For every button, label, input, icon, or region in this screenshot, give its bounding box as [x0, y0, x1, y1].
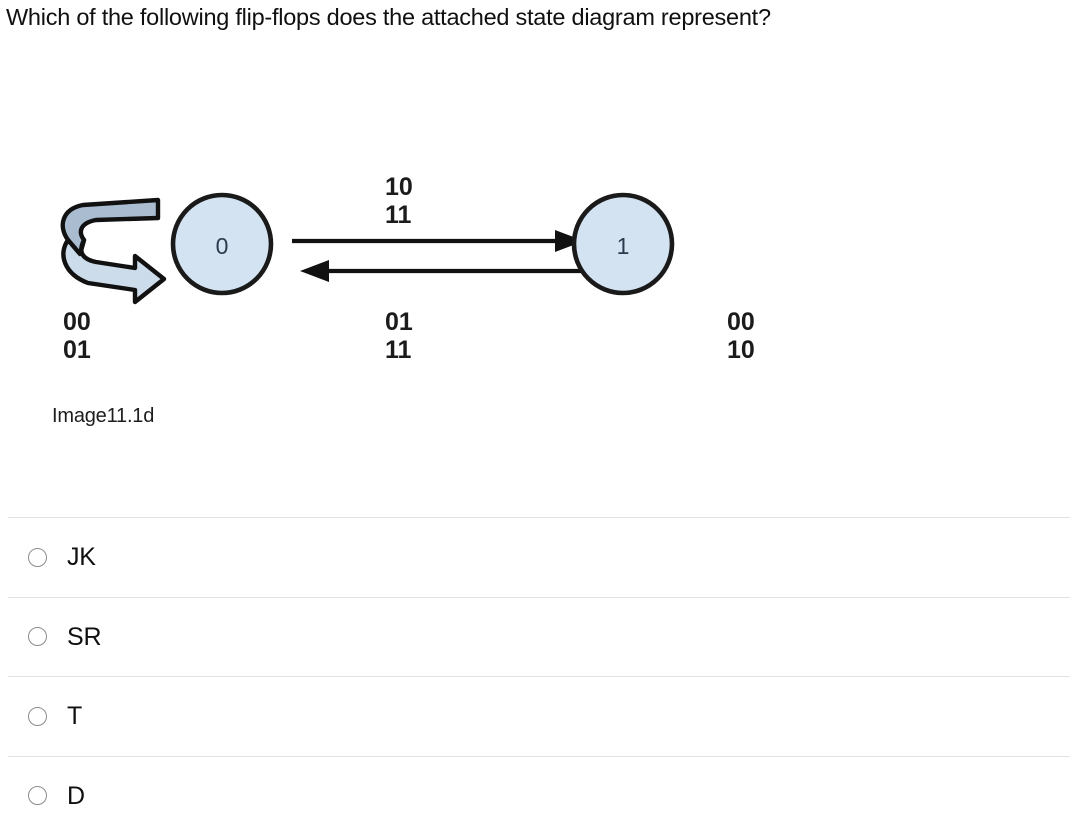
transition-1-to-0-arrow: [300, 260, 585, 282]
state-node-0-label: 0: [216, 233, 229, 259]
option-label-sr: SR: [67, 623, 101, 651]
state-node-1: 1: [574, 195, 672, 293]
answer-options-list: JK SR T D: [0, 517, 1078, 835]
option-row-sr[interactable]: SR: [8, 597, 1070, 677]
state-diagram-svg: 00 01 0 10 11 01 11 1: [40, 140, 820, 380]
radio-button-t[interactable]: [28, 707, 47, 726]
self-loop-state-1-label-2: 10: [727, 336, 755, 364]
option-label-t: T: [67, 702, 82, 730]
transition-1-to-0-label-1: 01: [385, 308, 413, 336]
radio-button-d[interactable]: [28, 786, 47, 805]
self-loop-state-0-label-1: 00: [63, 308, 91, 336]
state-diagram-figure: 00 01 0 10 11 01 11 1: [0, 120, 1078, 450]
figure-caption: Image11.1d: [52, 403, 154, 429]
state-node-1-label: 1: [617, 233, 630, 259]
transition-0-to-1-label-2: 11: [385, 201, 412, 229]
option-row-t[interactable]: T: [8, 676, 1070, 756]
self-loop-state-1-label-1: 00: [727, 308, 755, 336]
self-loop-state-0-label-2: 01: [63, 336, 91, 364]
radio-button-jk[interactable]: [28, 548, 47, 567]
option-row-jk[interactable]: JK: [8, 517, 1070, 597]
state-node-0: 0: [173, 195, 271, 293]
option-label-jk: JK: [67, 543, 96, 571]
question-prompt: Which of the following flip-flops does t…: [6, 2, 1076, 32]
transition-0-to-1-arrow: [292, 230, 584, 252]
self-loop-state-0-icon: [63, 200, 164, 302]
option-row-d[interactable]: D: [8, 756, 1070, 835]
transition-0-to-1-label-1: 10: [385, 173, 413, 201]
transition-1-to-0-label-2: 11: [385, 336, 412, 364]
option-label-d: D: [67, 782, 85, 810]
radio-button-sr[interactable]: [28, 627, 47, 646]
